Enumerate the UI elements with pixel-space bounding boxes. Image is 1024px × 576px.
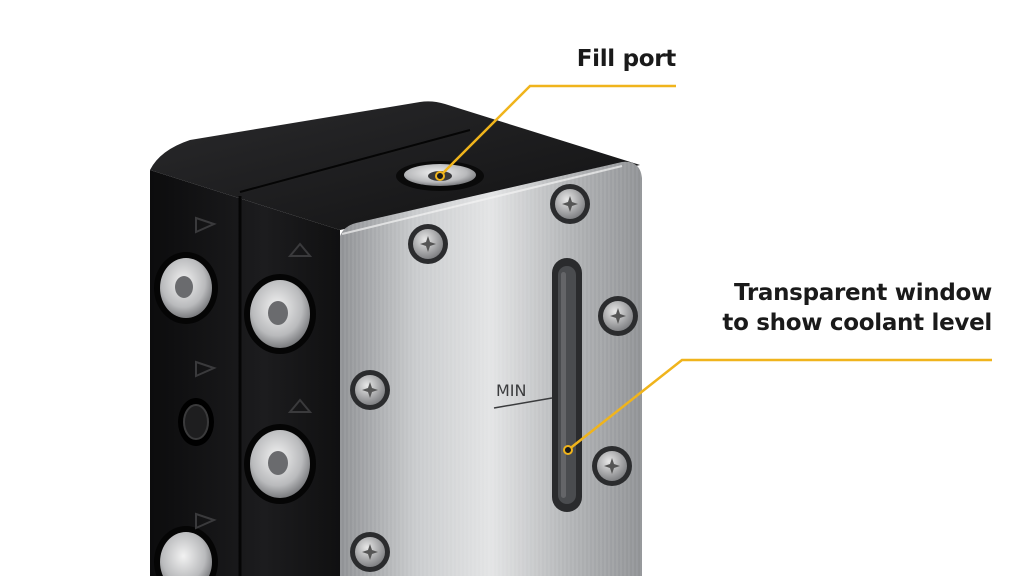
port-plug-icon	[154, 526, 218, 576]
coolant-window	[552, 258, 582, 512]
screw-icon	[350, 532, 390, 572]
top-seam	[239, 129, 471, 193]
block-top	[150, 101, 640, 230]
screw-icon	[350, 370, 390, 410]
callout-dot	[435, 171, 445, 181]
screw-icon	[598, 296, 638, 336]
port-plug-icon	[154, 252, 218, 324]
window-label-line1: Transparent window	[733, 280, 992, 306]
port-plug-icon	[244, 424, 316, 504]
callout-dot	[563, 445, 573, 455]
threaded-port-icon	[178, 398, 214, 446]
block-side	[150, 170, 340, 576]
screw-icon	[550, 184, 590, 224]
fill-port-label: Fill port	[576, 46, 677, 72]
min-label: MIN	[496, 381, 527, 400]
screw-icon	[408, 224, 448, 264]
window-label: Transparent window to show coolant level	[640, 278, 992, 338]
screw-icon	[592, 446, 632, 486]
min-line	[493, 397, 553, 409]
port-plug-icon	[244, 274, 316, 354]
callout-lines	[439, 84, 992, 451]
flow-arrow-icons	[195, 216, 313, 530]
window-label-line2: to show coolant level	[722, 310, 992, 336]
